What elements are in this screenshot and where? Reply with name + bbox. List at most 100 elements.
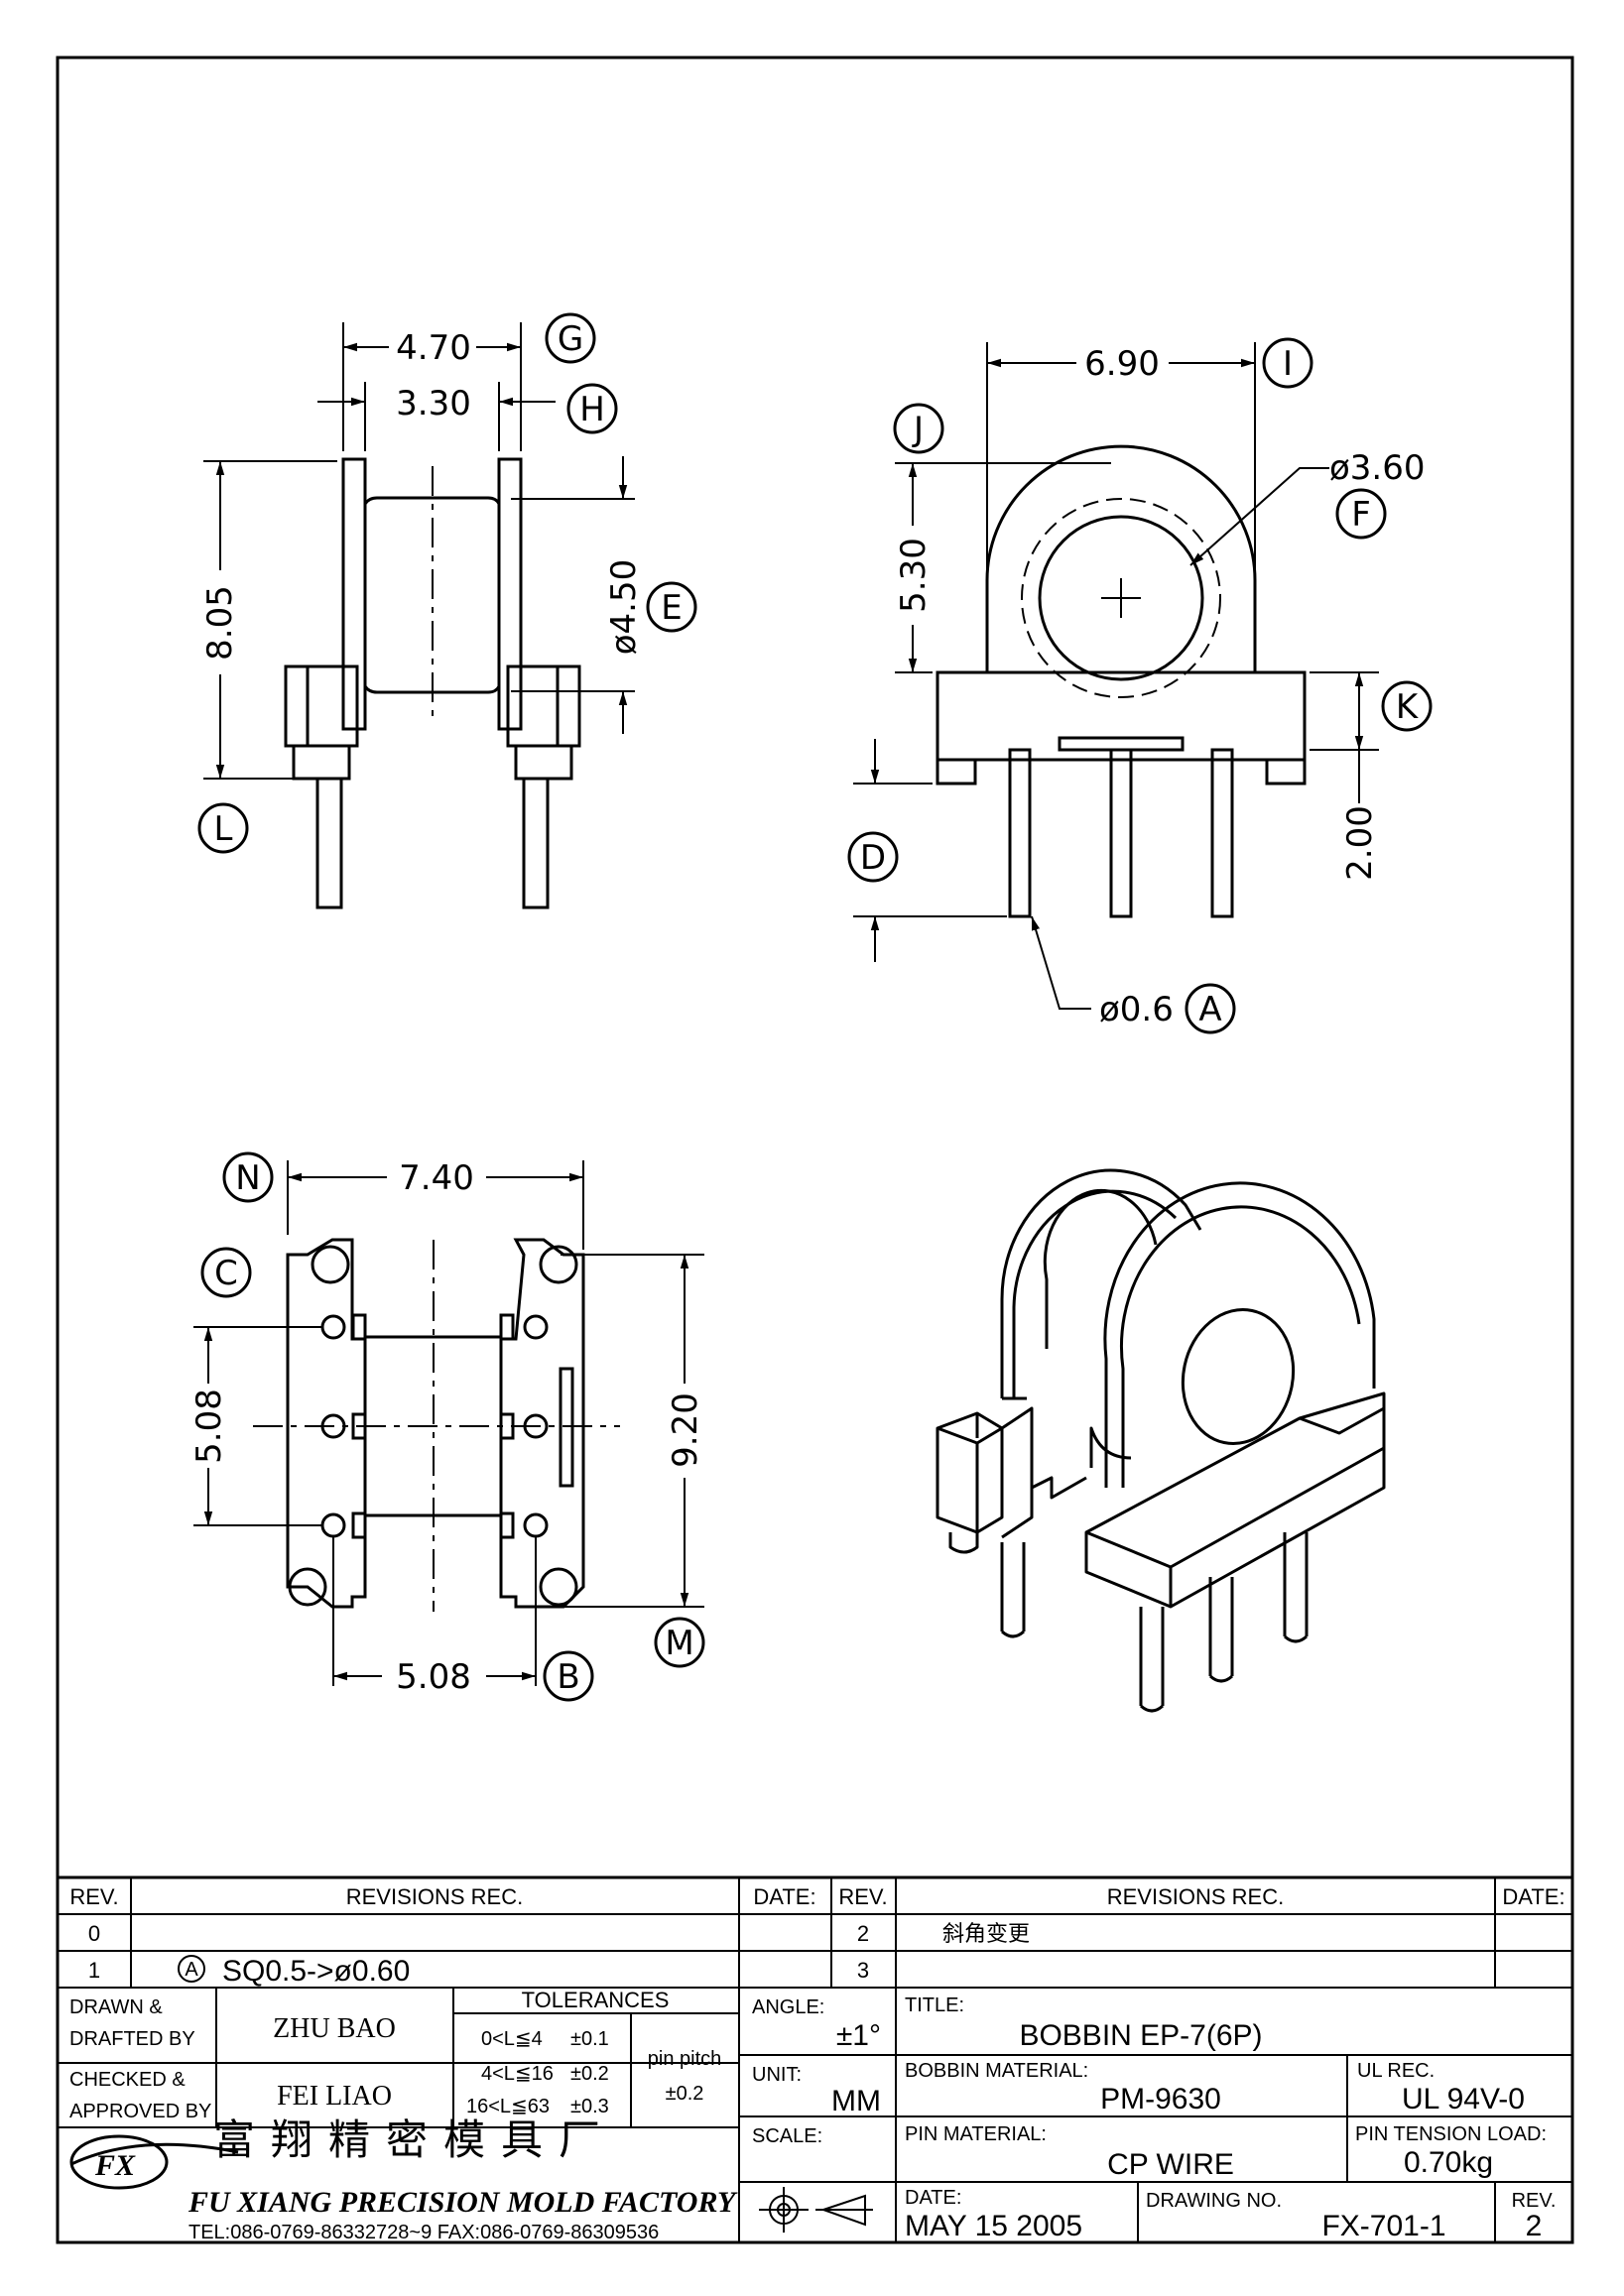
pin-material-label: PIN MATERIAL: xyxy=(905,2123,1047,2145)
rev-0: 0 xyxy=(88,1921,100,1946)
front-flange-outline xyxy=(985,444,1257,672)
right-flange xyxy=(497,457,523,731)
callout-k xyxy=(1381,680,1433,732)
callout-a-label: A xyxy=(1198,990,1221,1029)
front-pin-1 xyxy=(1008,748,1032,918)
title-value: BOBBIN EP-7(6P) xyxy=(1019,2019,1262,2052)
dim-core-diameter: ø4.50 xyxy=(604,559,644,656)
callout-j xyxy=(893,403,944,454)
front-pin-2 xyxy=(1109,748,1133,918)
rear-flange-arc xyxy=(1000,1168,1202,1398)
front-view-text: 6.90 5.30 ø3.60 2.00 ø0.6 I J F K D A xyxy=(860,344,1426,1029)
left-pin-block xyxy=(284,665,359,748)
side-view xyxy=(197,312,697,909)
front-standoff-left xyxy=(936,758,977,785)
bobbin-material-label: BOBBIN MATERIAL: xyxy=(905,2060,1088,2082)
tol-value-2: ±0.3 xyxy=(570,2096,609,2117)
front-pin-3 xyxy=(1210,748,1234,918)
checked-label-1: CHECKED & xyxy=(69,2069,186,2091)
side-view-text: 4.70 3.30 8.05 ø4.50 G H E L xyxy=(200,319,683,849)
date-value: MAY 15 2005 xyxy=(905,2210,1082,2242)
unit-label: UNIT: xyxy=(752,2064,802,2086)
company-contact: TEL:086-0769-86332728~9 FAX:086-0769-863… xyxy=(188,2222,659,2243)
dim-pin-row-span: 5.08 xyxy=(189,1389,229,1464)
callout-l xyxy=(197,802,249,854)
bobbin-material-value: PM-9630 xyxy=(1100,2083,1221,2115)
pin-pitch-label: pin pitch xyxy=(648,2048,722,2070)
angle-value: ±1° xyxy=(836,2019,881,2052)
revisions-header-left: REVISIONS REC. xyxy=(346,1884,523,1909)
callout-m xyxy=(654,1617,705,1668)
rev-label: REV. xyxy=(1512,2190,1557,2212)
dim-bore-diameter: ø3.60 xyxy=(1329,448,1426,488)
left-pin xyxy=(315,777,343,909)
right-pin-block-inner xyxy=(506,665,560,748)
tol-value-1: ±0.2 xyxy=(570,2063,609,2085)
pin-material-value: CP WIRE xyxy=(1107,2148,1234,2181)
dim-flange-height: 5.30 xyxy=(894,538,934,613)
pin-tension-label: PIN TENSION LOAD: xyxy=(1355,2123,1547,2145)
dim-overall-width: 7.40 xyxy=(399,1158,474,1198)
bottom-view xyxy=(193,1151,705,1702)
callout-j-label: J xyxy=(912,410,924,449)
rev-1-text: SQ0.5->ø0.60 xyxy=(222,1955,410,1988)
company-name-cn: 富翔精密模具厂 xyxy=(213,2115,616,2164)
tol-range-2: 16<L≦63 xyxy=(466,2096,550,2117)
rev-2-text: 斜角变更 xyxy=(942,1921,1030,1946)
callout-m-label: M xyxy=(665,1624,693,1663)
callout-f-label: F xyxy=(1351,495,1371,535)
pin-tension-value: 0.70kg xyxy=(1404,2146,1493,2179)
core-top xyxy=(363,496,501,505)
title-label: TITLE: xyxy=(905,1994,964,2016)
callout-g xyxy=(545,312,596,364)
tolerances-title: TOLERANCES xyxy=(522,1988,670,2012)
dim-side-width: 4.70 xyxy=(396,328,471,368)
drawing-no-label: DRAWING NO. xyxy=(1146,2190,1282,2212)
rev-header-left: REV. xyxy=(69,1884,118,1909)
drawn-label-2: DRAFTED BY xyxy=(69,2028,195,2050)
right-pin xyxy=(522,777,550,909)
rev-3: 3 xyxy=(857,1958,869,1983)
callout-f xyxy=(1335,488,1387,540)
title-block-text: REV. REVISIONS REC. DATE: REV. REVISIONS… xyxy=(69,1884,1565,2243)
rev-1: 1 xyxy=(88,1958,100,1983)
bottom-view-text: 7.40 5.08 9.20 5.08 N C M B xyxy=(189,1158,705,1697)
title-block xyxy=(56,1875,1574,2244)
callout-k-label: K xyxy=(1396,687,1420,727)
callout-c-label: C xyxy=(214,1254,238,1293)
core-dashed xyxy=(1021,498,1221,698)
dim-pin-column-span: 5.08 xyxy=(396,1657,471,1697)
callout-n xyxy=(222,1151,274,1203)
callout-n-label: N xyxy=(235,1158,260,1198)
dim-pin-diameter: ø0.6 xyxy=(1099,990,1174,1029)
ul-rec-value: UL 94V-0 xyxy=(1402,2083,1525,2115)
dim-flange-width: 6.90 xyxy=(1084,344,1160,384)
core-bore xyxy=(1038,515,1204,681)
isometric-view xyxy=(936,1168,1386,1713)
rev-1-mark: A xyxy=(185,1959,198,1981)
callout-a xyxy=(1185,983,1236,1034)
dim-overall-length: 9.20 xyxy=(666,1392,705,1468)
tol-value-0: ±0.1 xyxy=(570,2028,609,2050)
dim-side-height: 8.05 xyxy=(200,585,240,661)
angle-label: ANGLE: xyxy=(752,1996,824,2018)
callout-e-label: E xyxy=(661,588,682,628)
projection-symbol xyxy=(759,2187,873,2233)
dim-side-inner-width: 3.30 xyxy=(396,384,471,423)
callout-g-label: G xyxy=(558,319,583,359)
unit-value: MM xyxy=(831,2085,881,2117)
right-standoff xyxy=(514,744,573,781)
callout-b xyxy=(543,1650,594,1702)
tol-range-1: 4<L≦16 xyxy=(481,2063,554,2085)
date-header-right: DATE: xyxy=(1502,1884,1564,1909)
left-standoff xyxy=(292,744,351,781)
date-label: DATE: xyxy=(905,2187,961,2209)
date-header-left: DATE: xyxy=(753,1884,815,1909)
bottom-left-rail xyxy=(286,1238,367,1609)
drawn-by: ZHU BAO xyxy=(273,2013,396,2044)
callout-i xyxy=(1262,337,1313,389)
left-flange xyxy=(341,457,367,731)
callout-h-label: H xyxy=(579,390,605,429)
callout-h xyxy=(566,383,618,434)
callout-d xyxy=(847,831,899,883)
